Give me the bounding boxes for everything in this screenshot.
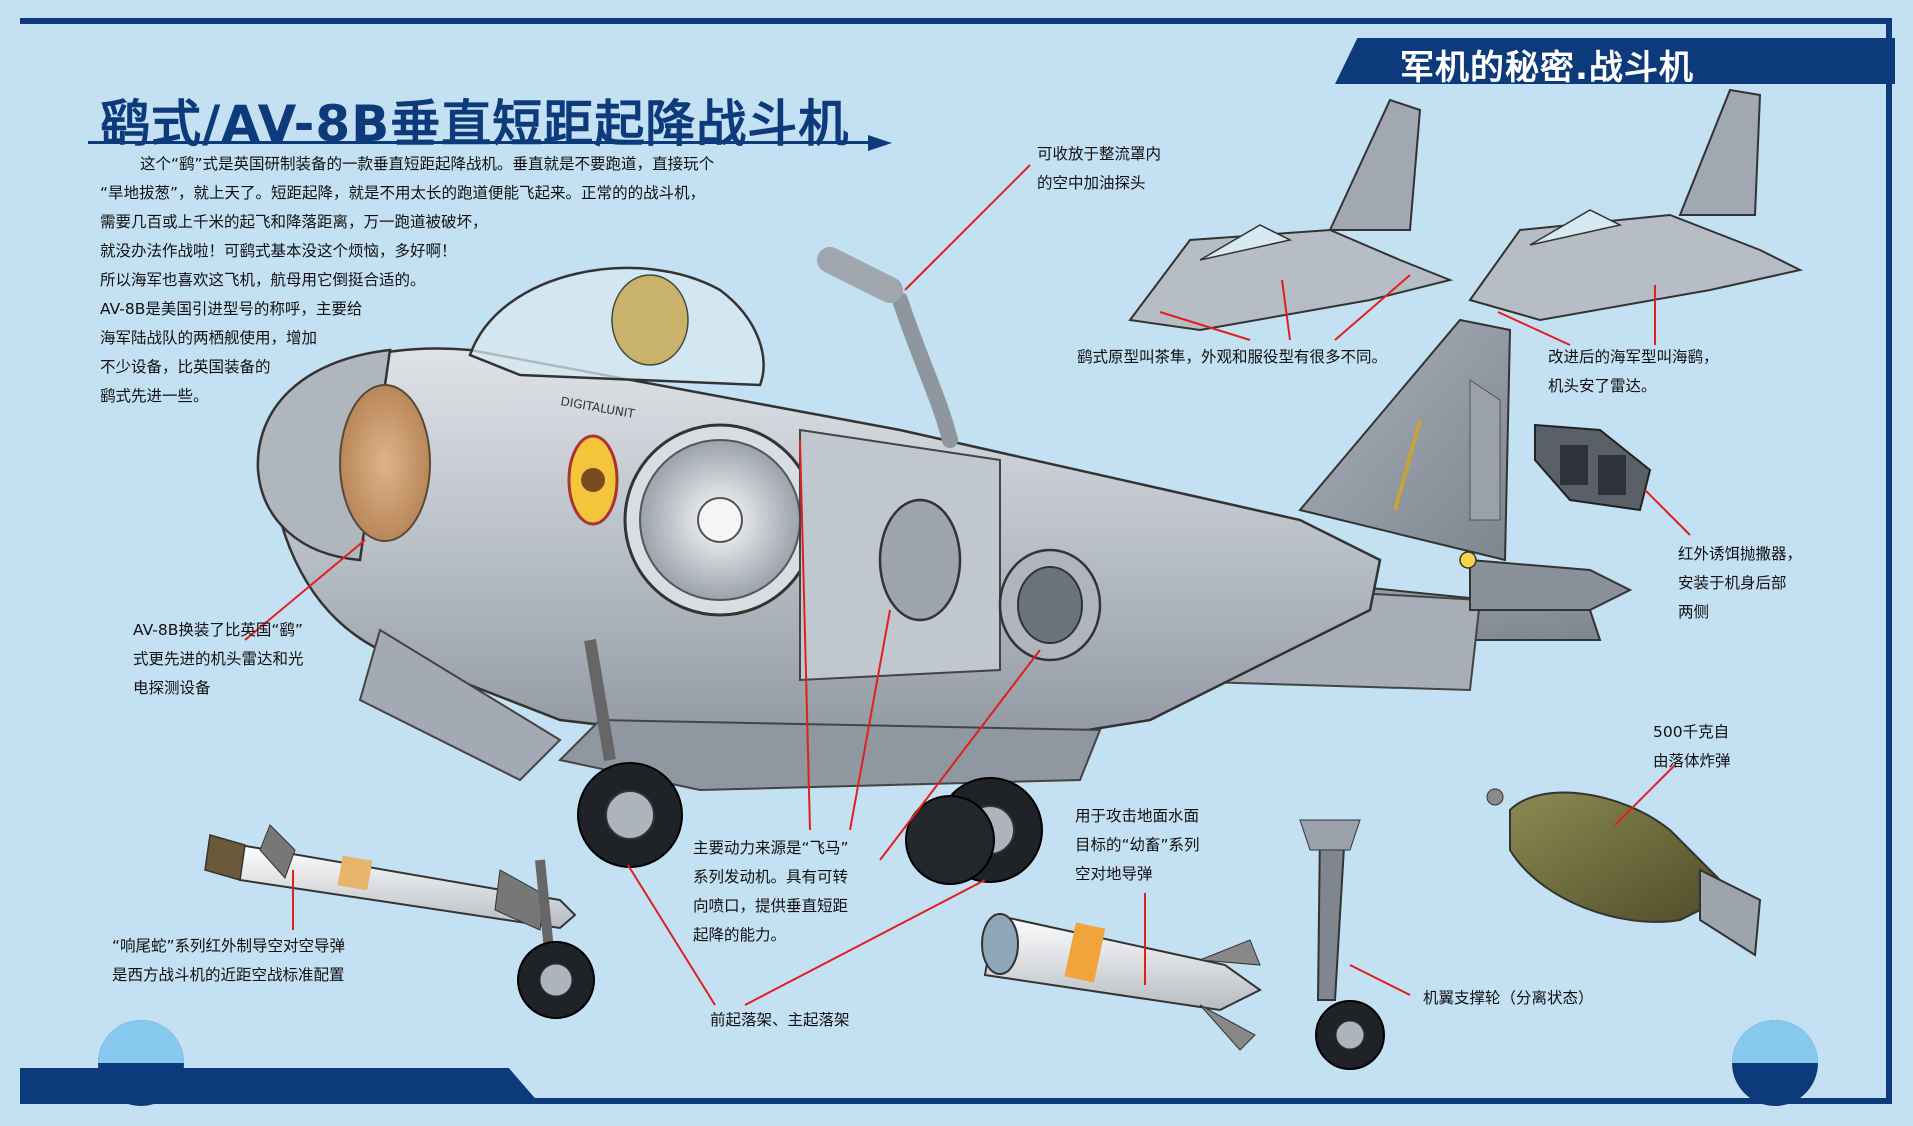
leader-engine-front <box>799 439 811 831</box>
label-line: AV-8B换装了比英国“鹞” <box>133 621 303 639</box>
engine-intake <box>623 423 817 617</box>
leader-engine-rear <box>879 649 1041 861</box>
label-line: 鹞式原型叫茶隼，外观和服役型有很多不同。 <box>1077 348 1388 366</box>
flare-dispenser <box>1534 423 1652 512</box>
label-line: 改进后的海军型叫海鹞， <box>1548 348 1719 366</box>
label-line: 起降的能力。 <box>693 926 787 944</box>
leader-prototype-nose <box>1159 311 1251 341</box>
intro-line: 需要几百或上千米的起飞和降落距离，万一跑道被破坏， <box>100 213 488 231</box>
leader-engine-nozzle <box>849 609 891 831</box>
refuel-probe-label: 可收放于整流罩内 的空中加油探头 <box>1037 140 1161 198</box>
label-line: 机翼支撑轮（分离状态） <box>1423 989 1594 1007</box>
leader-nose-gear <box>627 864 716 1006</box>
sea-harrier-label: 改进后的海军型叫海鹞， 机头安了雷达。 <box>1548 343 1719 401</box>
intro-line: “旱地拔葱”，就上天了。短距起降，就是不用太长的跑道便能飞起来。正常的的战斗机， <box>100 184 706 202</box>
frame-border-bottom <box>20 1098 1892 1104</box>
sea-harrier-illustration <box>1468 88 1803 322</box>
label-line: 500千克自 <box>1653 723 1730 741</box>
leader-sea-harrier-nose <box>1497 311 1571 346</box>
landing-gear-label: 前起落架、主起落架 <box>710 1006 850 1035</box>
label-line: 可收放于整流罩内 <box>1037 145 1162 163</box>
free-fall-bomb <box>1486 788 1762 957</box>
label-line: 空对地导弹 <box>1075 865 1153 883</box>
bomb-label: 500千克自 由落体炸弹 <box>1653 718 1731 776</box>
leader-lines <box>244 164 1691 1006</box>
intro-line: 不少设备，比英国装备的 <box>100 358 271 376</box>
tail-fin <box>1298 318 1512 562</box>
label-line: 式更先进的机头雷达和光 <box>133 650 304 668</box>
label-line: 目标的“幼畜”系列 <box>1075 836 1200 854</box>
label-line: 是西方战斗机的近距空战标准配置 <box>112 966 345 984</box>
label-line: 红外诱饵抛撒器， <box>1678 545 1803 563</box>
label-line: “响尾蛇”系列红外制导空对空导弹 <box>112 937 346 955</box>
intro-line: 所以海军也喜欢这飞机，航母用它倒挺合适的。 <box>100 271 426 289</box>
prototype-label: 鹞式原型叫茶隼，外观和服役型有很多不同。 <box>1077 343 1387 372</box>
leader-outrigger <box>1349 964 1411 996</box>
leader-flares <box>1644 489 1691 536</box>
radar-label: AV-8B换装了比英国“鹞” 式更先进的机头雷达和光 电探测设备 <box>133 616 304 703</box>
outrigger-wheel <box>1299 819 1385 1070</box>
label-line: 前起落架、主起落架 <box>710 1011 850 1029</box>
label-line: 安装于机身后部 <box>1678 574 1787 592</box>
label-line: 用于攻击地面水面 <box>1075 807 1200 825</box>
refueling-probe <box>817 247 958 448</box>
sidewinder-label: “响尾蛇”系列红外制导空对空导弹 是西方战斗机的近距空战标准配置 <box>112 932 345 990</box>
title-underline <box>88 141 873 144</box>
label-line: 向喷口，提供垂直短距 <box>693 897 849 915</box>
corner-circle-left <box>98 1020 184 1106</box>
label-line: 由落体炸弹 <box>1653 752 1731 770</box>
label-line: 系列发动机。具有可转 <box>693 868 849 886</box>
underwing-store <box>1459 551 1633 611</box>
maverick-missile <box>981 913 1262 1051</box>
frame-border-top <box>20 18 1892 24</box>
sidewinder-missile <box>204 824 577 931</box>
squadron-badge <box>567 434 619 526</box>
leader-prototype-body <box>1281 279 1291 341</box>
outrigger-label: 机翼支撑轮（分离状态） <box>1423 984 1594 1013</box>
leader-refuel-probe <box>904 164 1031 291</box>
intro-line: 鹞式先进一些。 <box>100 387 209 405</box>
title-arrow-icon <box>868 135 892 151</box>
maverick-label: 用于攻击地面水面 目标的“幼畜”系列 空对地导弹 <box>1075 802 1200 889</box>
leader-prototype-wing <box>1334 274 1411 341</box>
label-line: 的空中加油探头 <box>1037 174 1146 192</box>
nose-cone <box>256 348 431 562</box>
flares-label: 红外诱饵抛撒器， 安装于机身后部 两侧 <box>1678 540 1802 627</box>
label-line: 机头安了雷达。 <box>1548 377 1657 395</box>
nose-landing-gear <box>517 639 683 1019</box>
intro-line: AV-8B是美国引进型号的称呼，主要给 <box>100 300 363 318</box>
series-banner <box>1335 38 1895 84</box>
series-title: 军机的秘密.战斗机 <box>1400 48 1694 88</box>
label-line: 主要动力来源是“飞马” <box>693 839 849 857</box>
intro-line: 海军陆战队的两栖舰使用，增加 <box>100 329 318 347</box>
main-landing-gear <box>905 777 1043 885</box>
intro-line: 这个“鹞”式是英国研制装备的一款垂直短距起降战机。垂直就是不要跑道，直接玩个 <box>140 155 715 173</box>
leader-main-gear <box>744 879 986 1006</box>
pegasus-engine <box>799 428 1102 682</box>
engine-label: 主要动力来源是“飞马” 系列发动机。具有可转 向喷口，提供垂直短距 起降的能力。 <box>693 834 849 950</box>
intro-line: 就没办法作战啦！可鹞式基本没这个烦恼，多好啊！ <box>100 242 457 260</box>
label-line: 两侧 <box>1678 603 1710 621</box>
corner-circle-right <box>1732 1020 1818 1106</box>
kestrel-prototype-illustration <box>1128 98 1454 332</box>
intro-text: 这个“鹞”式是英国研制装备的一款垂直短距起降战机。垂直就是不要跑道，直接玩个 “… <box>100 150 790 411</box>
bottom-band <box>20 1068 540 1104</box>
cockpit-canopy: DIGITALUNIT <box>468 266 765 421</box>
label-line: 电探测设备 <box>133 679 211 697</box>
leader-radar <box>244 539 366 641</box>
leader-bomb <box>1614 764 1676 826</box>
frame-border-right <box>1886 18 1892 1103</box>
